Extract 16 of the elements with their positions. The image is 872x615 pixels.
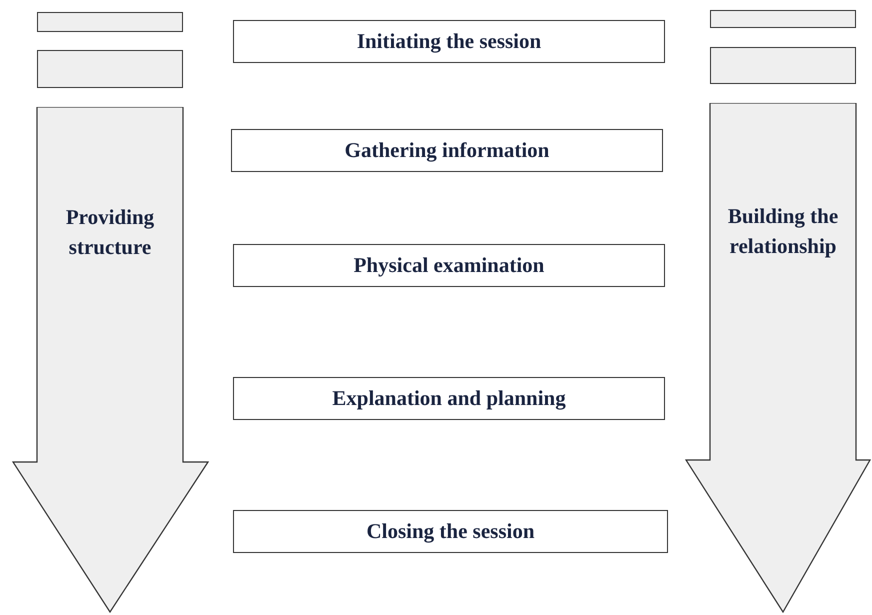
stage-label: Initiating the session xyxy=(356,28,542,55)
stage-box xyxy=(233,510,668,553)
stage-box xyxy=(233,20,665,63)
empty-box xyxy=(37,50,183,88)
stage-label: Gathering information xyxy=(344,136,550,164)
stage-label: Explanation and planning xyxy=(332,384,566,412)
stage-box xyxy=(233,244,665,287)
arrow-label: Building the relationship xyxy=(726,203,840,260)
stage-box xyxy=(231,129,663,172)
stage-label: Physical examination xyxy=(354,252,544,279)
stage-label: Closing the session xyxy=(366,518,535,545)
empty-box xyxy=(710,10,856,28)
empty-box xyxy=(37,12,183,32)
stage-box xyxy=(233,377,665,420)
empty-box xyxy=(710,47,856,84)
arrow-label: Providing structure xyxy=(64,204,156,261)
